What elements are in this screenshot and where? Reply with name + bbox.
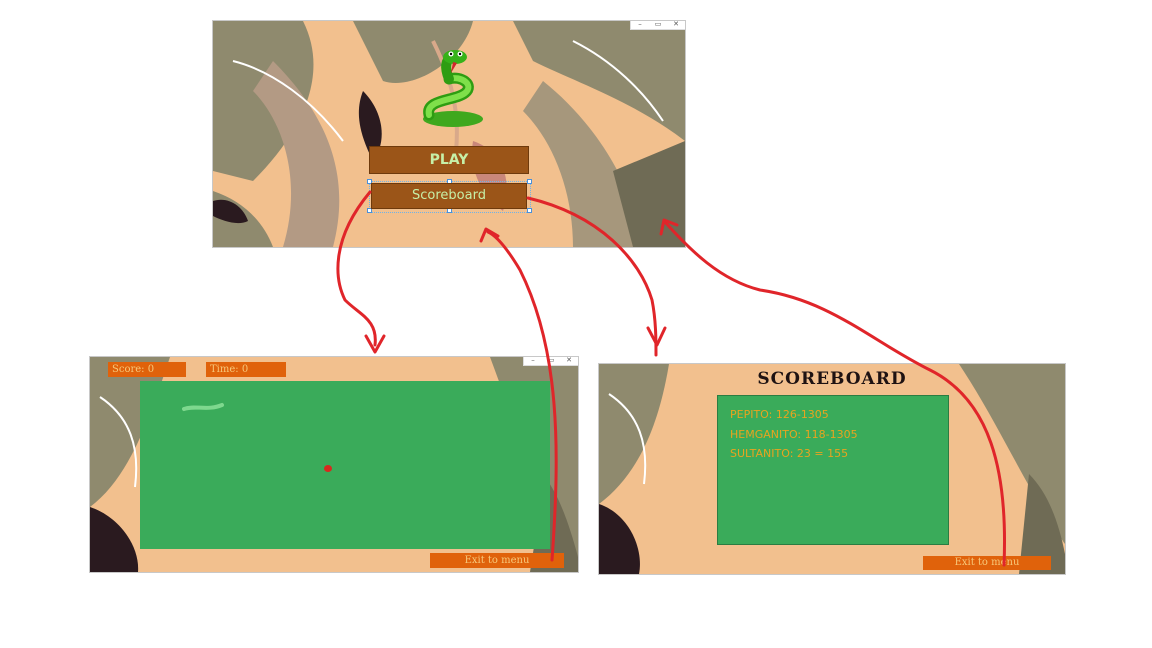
arrowhead-down-icon (364, 334, 386, 354)
snake-sprite (182, 403, 224, 411)
arrowhead-down-icon (646, 326, 667, 347)
food-apple (324, 465, 332, 472)
score-entry: PEPITO: 126-1305 (730, 408, 829, 421)
minimize-icon[interactable]: – (638, 20, 642, 28)
window-controls: – ▭ ✕ (523, 357, 578, 366)
resize-handle[interactable] (367, 179, 372, 184)
minimize-icon[interactable]: – (531, 356, 535, 364)
scoreboard-window: SCOREBOARD PEPITO: 126-1305 HEMGANITO: 1… (598, 363, 1066, 575)
resize-handle[interactable] (527, 179, 532, 184)
game-field[interactable] (140, 381, 550, 549)
time-label: Time: 0 (206, 362, 286, 377)
exit-to-menu-button[interactable]: Exit to menu (923, 556, 1051, 570)
play-button[interactable]: PLAY (369, 146, 529, 174)
score-entry: HEMGANITO: 118-1305 (730, 428, 858, 441)
resize-handle[interactable] (527, 208, 532, 213)
scoreboard-panel: PEPITO: 126-1305 HEMGANITO: 118-1305 SUL… (717, 395, 949, 545)
close-icon[interactable]: ✕ (673, 20, 679, 28)
score-entry: SULTANITO: 23 = 155 (730, 447, 849, 460)
window-controls: – ▭ ✕ (630, 21, 685, 30)
scoreboard-button[interactable]: Scoreboard (371, 183, 527, 209)
score-label: Score: 0 (108, 362, 186, 377)
scoreboard-title: SCOREBOARD (757, 369, 907, 389)
main-menu-window: – ▭ ✕ PLAY Scoreboard (212, 20, 686, 248)
close-icon[interactable]: ✕ (566, 356, 572, 364)
game-window: – ▭ ✕ Score: 0 Time: 0 Exit to menu (89, 356, 579, 573)
maximize-icon[interactable]: ▭ (547, 356, 555, 364)
exit-to-menu-button[interactable]: Exit to menu (430, 553, 564, 568)
maximize-icon[interactable]: ▭ (654, 20, 662, 28)
snake-icon (423, 50, 483, 127)
